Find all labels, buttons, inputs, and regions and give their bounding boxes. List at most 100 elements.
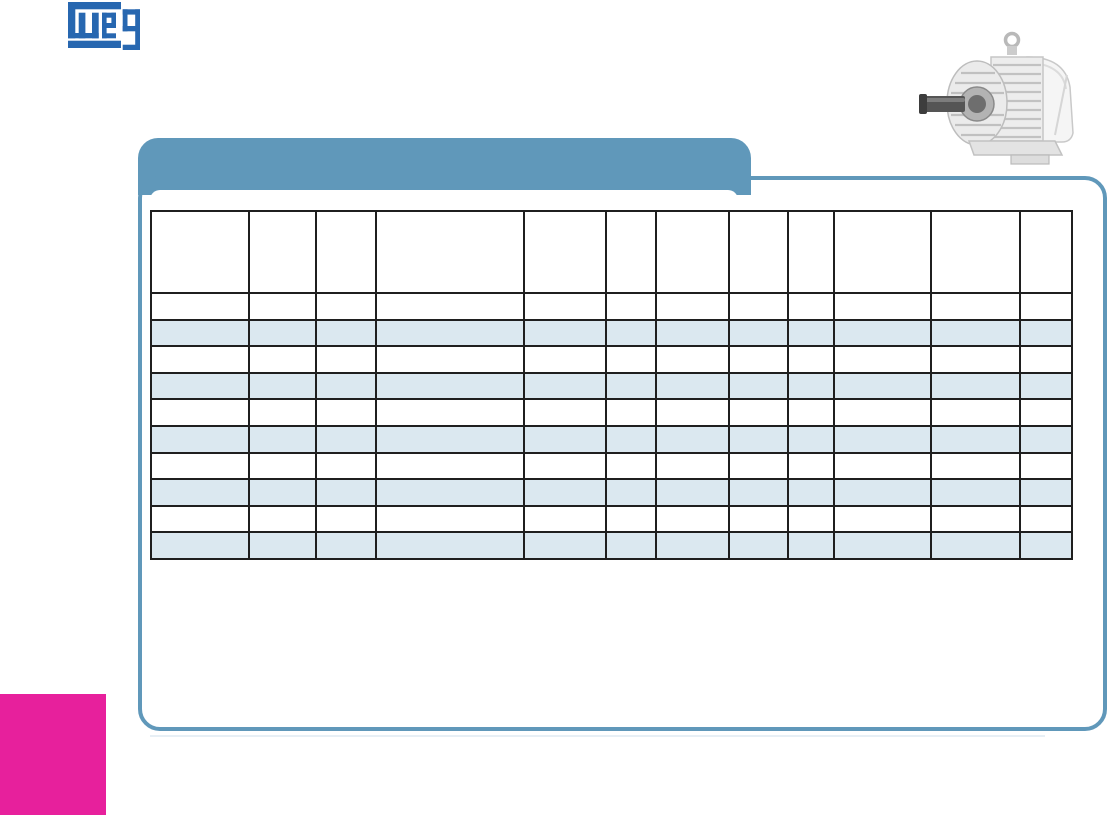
table-header-cell <box>728 210 789 294</box>
table-cell <box>930 398 1021 427</box>
table-cell <box>315 345 377 374</box>
table-cell <box>728 478 789 507</box>
table-cell <box>930 504 1021 534</box>
table-cell <box>833 478 932 507</box>
table-cell <box>787 371 835 401</box>
table-header-cell <box>375 210 525 294</box>
table-header-cell <box>523 210 607 294</box>
table-cell <box>605 371 657 401</box>
table-cell <box>375 478 525 507</box>
table-header-cell <box>150 210 250 294</box>
table-cell <box>787 478 835 507</box>
table-cell <box>833 398 932 427</box>
table-cell <box>375 531 525 560</box>
table-cell <box>605 398 657 427</box>
table-cell <box>605 345 657 374</box>
table-cell <box>728 398 789 427</box>
table-cell <box>150 318 250 348</box>
content-panel <box>138 176 1107 731</box>
table-cell <box>605 504 657 534</box>
table-cell <box>833 345 932 374</box>
table-cell <box>1019 292 1073 321</box>
table-cell <box>523 478 607 507</box>
table-cell <box>930 424 1021 454</box>
table-cell <box>523 424 607 454</box>
table-header-row <box>150 210 1073 294</box>
corner-accent-block <box>0 694 106 815</box>
table-cell <box>930 478 1021 507</box>
table-cell <box>375 292 525 321</box>
table-cell <box>930 318 1021 348</box>
table-cell <box>787 318 835 348</box>
table-cell <box>655 504 730 534</box>
table-cell <box>248 318 317 348</box>
table-cell <box>1019 531 1073 560</box>
table-row <box>150 398 1073 427</box>
table-cell <box>655 398 730 427</box>
table-cell <box>248 398 317 427</box>
table-cell <box>1019 398 1073 427</box>
table-cell <box>1019 451 1073 481</box>
table-cell <box>315 292 377 321</box>
tab-inner-corner <box>150 190 738 202</box>
table-cell <box>315 371 377 401</box>
table-row <box>150 531 1073 560</box>
motor-data-table <box>150 210 1073 560</box>
table-cell <box>787 451 835 481</box>
motor-base <box>967 140 1064 156</box>
table-cell <box>1019 371 1073 401</box>
table-header-cell <box>315 210 377 294</box>
motor-eyebolt <box>1003 31 1021 49</box>
table-cell <box>248 292 317 321</box>
table-cell <box>930 451 1021 481</box>
table-header-cell <box>248 210 317 294</box>
table-cell <box>605 318 657 348</box>
table-cell <box>833 371 932 401</box>
table-cell <box>655 371 730 401</box>
table-row <box>150 292 1073 321</box>
table-cell <box>605 531 657 560</box>
table-header-cell <box>605 210 657 294</box>
table-header-cell <box>655 210 730 294</box>
table-cell <box>150 504 250 534</box>
table-cell <box>150 451 250 481</box>
table-header <box>150 210 1073 294</box>
table-cell <box>605 292 657 321</box>
table-cell <box>930 345 1021 374</box>
table-cell <box>655 451 730 481</box>
table-row <box>150 478 1073 507</box>
table-cell <box>523 318 607 348</box>
table-cell <box>150 478 250 507</box>
table-cell <box>375 345 525 374</box>
table-cell <box>375 371 525 401</box>
table-cell <box>605 451 657 481</box>
table-cell <box>787 504 835 534</box>
table-cell <box>728 345 789 374</box>
table-cell <box>833 424 932 454</box>
table-cell <box>523 292 607 321</box>
table-cell <box>833 292 932 321</box>
table-cell <box>930 371 1021 401</box>
table-header-cell <box>787 210 835 294</box>
table-row <box>150 504 1073 534</box>
table-cell <box>787 292 835 321</box>
table-cell <box>655 345 730 374</box>
table-row <box>150 318 1073 348</box>
table-row <box>150 345 1073 374</box>
table-cell <box>375 451 525 481</box>
table-cell <box>150 345 250 374</box>
table-cell <box>728 504 789 534</box>
table-header-cell <box>930 210 1021 294</box>
table-cell <box>833 531 932 560</box>
table-cell <box>787 398 835 427</box>
table-row <box>150 424 1073 454</box>
table-cell <box>315 318 377 348</box>
table-cell <box>150 371 250 401</box>
motor-image <box>919 31 1074 165</box>
table-cell <box>315 451 377 481</box>
table-cell <box>728 424 789 454</box>
table-cell <box>523 345 607 374</box>
table-cell <box>315 478 377 507</box>
table-cell <box>248 478 317 507</box>
